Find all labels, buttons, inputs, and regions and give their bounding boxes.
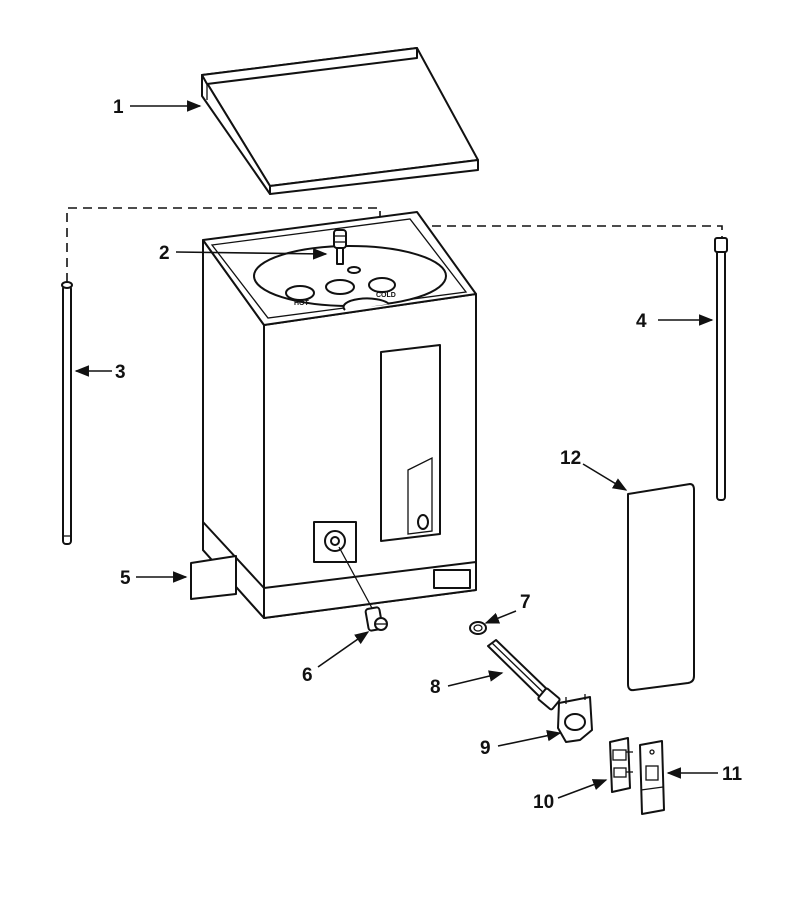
callout-8: 8: [430, 677, 441, 698]
part-4-dip-tube: [714, 237, 728, 501]
part-9-thermostat-bracket: [557, 694, 593, 743]
callout-3: 3: [115, 362, 126, 383]
cold-port-label: COLD: [376, 292, 396, 299]
water-heater-cabinet: HOT COLD: [202, 211, 477, 619]
callout-5: 5: [120, 568, 131, 589]
part-3-anode-rod: [61, 281, 73, 545]
hot-port-label: HOT: [294, 300, 310, 307]
callout-7: 7: [520, 592, 531, 613]
leader-lines: [74, 100, 718, 799]
callout-11: 11: [722, 764, 743, 785]
part-12-insulation-panel: [627, 483, 695, 692]
callout-10: 10: [533, 792, 554, 813]
part-5-access-panel: [190, 555, 237, 600]
callout-9: 9: [480, 738, 491, 759]
callout-12: 12: [560, 448, 581, 469]
callout-2: 2: [159, 243, 170, 264]
part-1-top-cover: [201, 47, 479, 195]
part-11-limit-switch-cover: [639, 740, 665, 815]
part-6-drain-valve: [338, 546, 388, 632]
callout-6: 6: [302, 665, 313, 686]
part-7-gasket: [469, 621, 487, 635]
callout-4: 4: [636, 311, 647, 332]
part-8-heating-element: [487, 639, 561, 711]
callout-1: 1: [113, 97, 124, 118]
part-10-thermostat: [609, 737, 633, 793]
callout-numbers: 1 2 3 4 5 6 7 8 9 10 11 12: [113, 97, 743, 813]
part-2-valve-fitting: [333, 229, 347, 265]
